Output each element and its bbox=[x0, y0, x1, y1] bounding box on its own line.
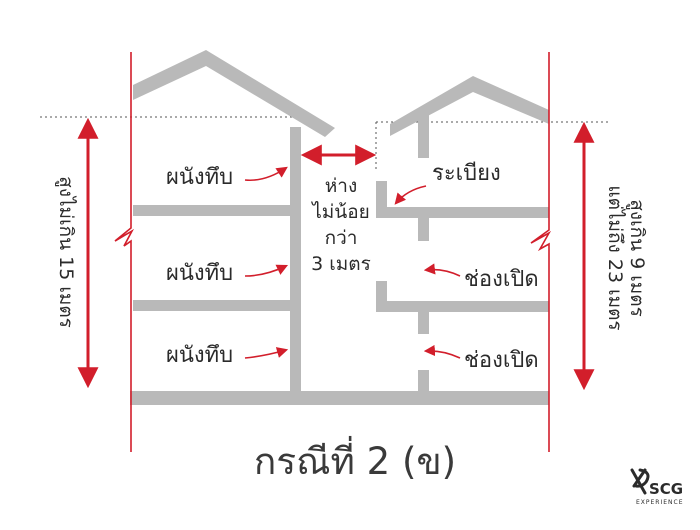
logo-mark-icon bbox=[630, 468, 650, 495]
left-house-floor-1 bbox=[133, 300, 301, 311]
wall-pointer-arrow-3 bbox=[244, 347, 289, 359]
right-house-roof bbox=[390, 76, 549, 136]
right-house-wall-upper bbox=[418, 114, 429, 158]
wall-pointer-arrow-2 bbox=[244, 264, 289, 277]
right-height-label-line-1: สูงเกิน 9 เมตร bbox=[626, 199, 648, 317]
gap-label-line-1: ห่าง bbox=[325, 175, 357, 197]
gap-label-line-4: 3 เมตร bbox=[311, 253, 371, 275]
wall-label-1: ผนังทึบ bbox=[166, 165, 233, 190]
right-house bbox=[376, 76, 549, 395]
gap-label-line-2: ไม่น้อย bbox=[310, 201, 370, 223]
right-house-floor-1 bbox=[376, 301, 549, 312]
wall-pointer-arrow-1 bbox=[244, 166, 288, 182]
left-house-roof bbox=[133, 50, 335, 137]
right-house-balcony-post bbox=[376, 181, 387, 216]
gap-label-line-3: กว่า bbox=[325, 227, 358, 249]
left-height-label: สูงไม่เกิน 15 เมตร bbox=[55, 176, 77, 328]
logo-sub-text: EXPERIENCE bbox=[636, 499, 684, 506]
scg-experience-logo: SCG EXPERIENCE bbox=[630, 468, 684, 506]
opening-pointer-arrow-1 bbox=[423, 263, 461, 277]
wall-label-2: ผนังทึบ bbox=[166, 261, 233, 286]
right-house-opening-post-2 bbox=[418, 370, 429, 395]
right-house-opening-post-1 bbox=[376, 281, 387, 311]
opening-label-2: ช่องเปิด bbox=[464, 348, 539, 373]
left-house-floor-2 bbox=[133, 205, 301, 216]
balcony-pointer-arrow bbox=[394, 185, 427, 205]
right-house-wall-low bbox=[418, 312, 429, 334]
opening-pointer-arrow-2 bbox=[423, 344, 461, 359]
left-property-line bbox=[114, 52, 135, 452]
right-property-line bbox=[530, 52, 552, 452]
left-house-outer-wall bbox=[290, 127, 301, 395]
ground-slab bbox=[130, 391, 549, 405]
wall-label-3: ผนังทึบ bbox=[166, 343, 233, 368]
left-house bbox=[133, 50, 335, 395]
right-house-floor-2 bbox=[376, 207, 549, 218]
balcony-label: ระเบียง bbox=[432, 161, 501, 186]
right-height-label-line-2: แต่ไม่ถึง 23 เมตร bbox=[604, 185, 626, 330]
right-house-wall-mid bbox=[418, 218, 429, 241]
logo-brand-text: SCG bbox=[649, 480, 683, 498]
diagram-caption: กรณีที่ 2 (ข) bbox=[254, 435, 456, 483]
opening-label-1: ช่องเปิด bbox=[464, 267, 539, 292]
